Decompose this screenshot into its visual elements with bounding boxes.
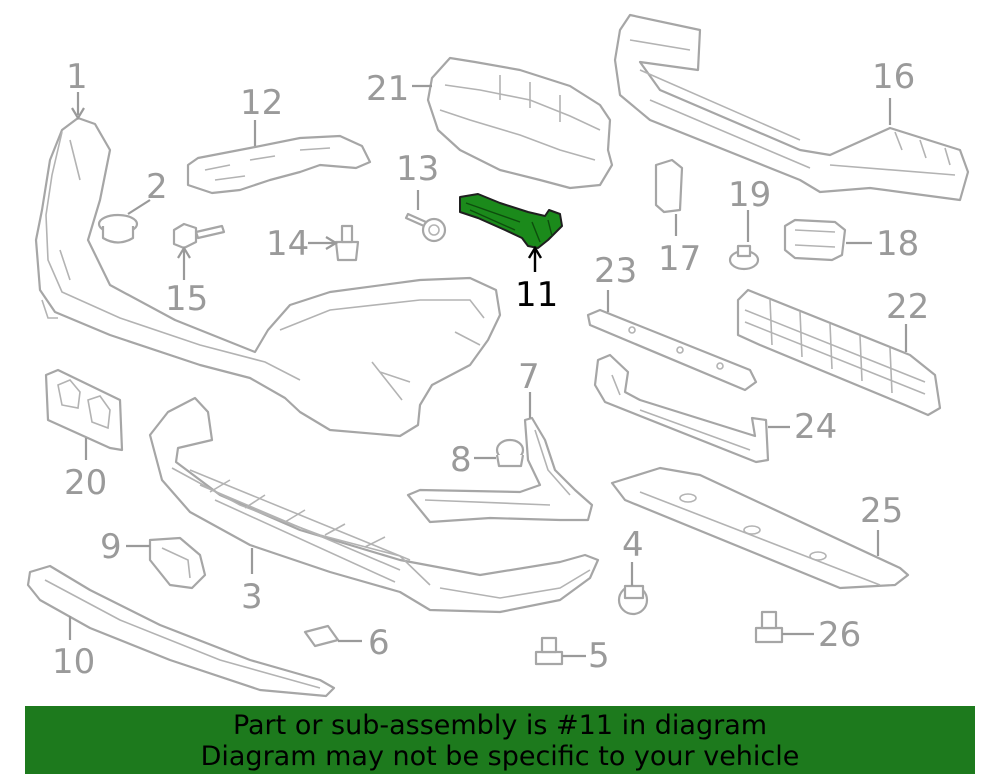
label-part-19: 19	[728, 175, 771, 215]
info-banner: Part or sub-assembly is #11 in diagram D…	[25, 706, 975, 774]
part-17-plate	[654, 158, 684, 214]
banner-line-1: Part or sub-assembly is #11 in diagram	[232, 710, 768, 741]
label-part-12: 12	[240, 83, 283, 123]
part-19-clip	[728, 244, 760, 271]
label-part-13: 13	[396, 149, 439, 189]
part-16-beam	[613, 13, 970, 202]
label-part-1: 1	[66, 57, 88, 97]
banner-line-2: Diagram may not be specific to your vehi…	[200, 741, 800, 772]
part-5-nut	[534, 636, 564, 666]
part-10-lower-strip	[26, 564, 336, 698]
leader-lines	[68, 84, 908, 658]
part-25-undercover	[610, 466, 910, 590]
label-part-24: 24	[794, 407, 837, 447]
label-part-15: 15	[165, 279, 208, 319]
part-18-sensor	[783, 218, 847, 262]
label-part-25: 25	[860, 491, 903, 531]
part-24-rail	[593, 353, 770, 464]
label-part-5: 5	[588, 636, 610, 676]
part-12-bracket	[186, 134, 372, 195]
part-6-clip	[303, 624, 340, 648]
label-part-3: 3	[241, 577, 263, 617]
part-23-rail	[586, 308, 758, 392]
label-part-2: 2	[146, 167, 168, 207]
label-part-17: 17	[658, 239, 701, 279]
part-3-lower-bumper	[148, 396, 600, 614]
part-22-shutter	[736, 288, 942, 417]
label-part-10: 10	[52, 642, 95, 682]
part-14-nut	[334, 224, 360, 262]
label-part-11: 11	[515, 275, 558, 315]
label-part-9: 9	[100, 527, 122, 567]
label-part-23: 23	[594, 251, 637, 291]
label-part-14: 14	[266, 224, 309, 264]
part-1-bumper-cover	[34, 116, 502, 438]
label-part-6: 6	[368, 623, 390, 663]
part-15-bolt	[172, 222, 226, 250]
part-26-nut	[754, 610, 784, 644]
part-21-support	[426, 56, 614, 190]
label-part-8: 8	[450, 440, 472, 480]
part-11-bracket	[459, 193, 563, 249]
label-part-20: 20	[64, 463, 107, 503]
label-part-4: 4	[622, 525, 644, 565]
part-9-cover	[148, 536, 207, 590]
part-8-clip	[495, 438, 525, 468]
callout-labels: 1 2 3 4 5 6 7 8 9 10 11 12 13 14 15 16 1…	[52, 57, 929, 682]
label-part-22: 22	[886, 287, 929, 327]
label-part-16: 16	[872, 57, 915, 97]
label-part-18: 18	[876, 224, 919, 264]
part-4-plug	[617, 584, 649, 616]
part-7-garnish	[406, 416, 594, 524]
part-2-clip	[97, 213, 139, 244]
label-part-26: 26	[818, 615, 861, 655]
label-part-21: 21	[366, 69, 409, 109]
label-part-7: 7	[518, 357, 540, 397]
part-13-screw	[404, 212, 447, 243]
part-20-license-bracket	[44, 368, 124, 452]
